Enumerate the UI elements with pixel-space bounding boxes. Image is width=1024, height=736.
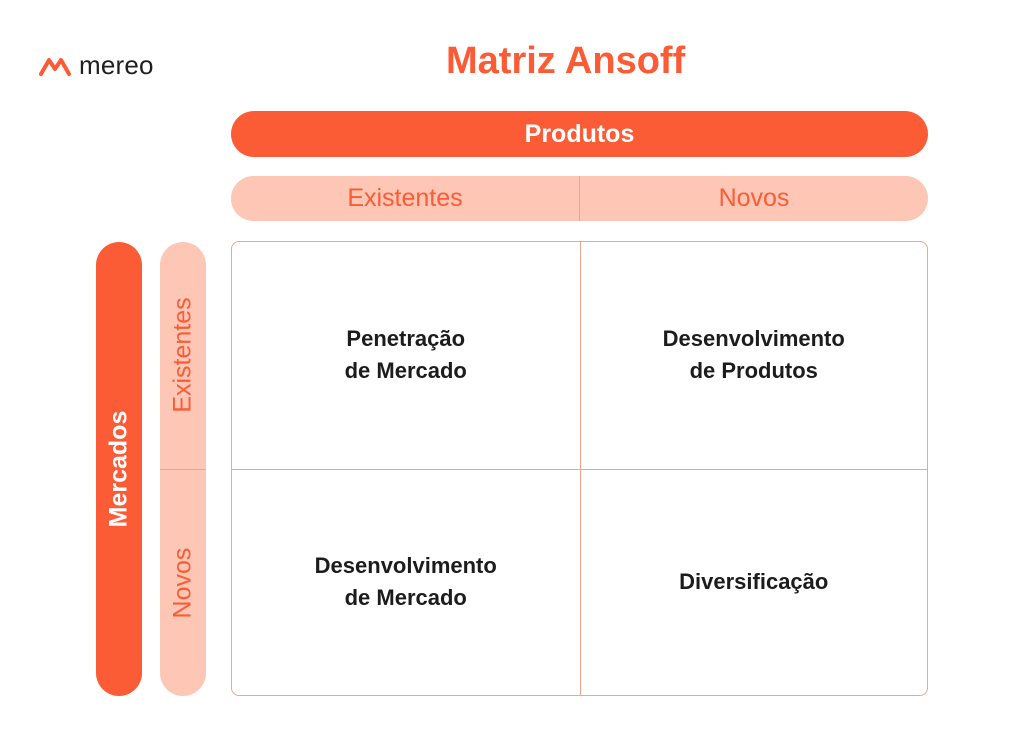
quadrant-product-development: Desenvolvimento de Produtos [579, 242, 928, 469]
brand-name: mereo [79, 50, 154, 80]
ansoff-matrix-grid: Penetração de Mercado Desenvolvimento de… [231, 241, 928, 696]
brand-logo: mereo [38, 50, 154, 81]
quadrant-diversification: Diversificação [579, 468, 927, 695]
quadrant-market-penetration: Penetração de Mercado [344, 326, 467, 384]
page-title-text: Matriz Ansoff [446, 40, 686, 82]
row-new-markets: Novos [160, 468, 206, 697]
markets-subheader: Existentes Novos [160, 242, 206, 696]
column-new-products: Novos [579, 176, 928, 221]
quadrant-market-development: Desenvolvimento de Mercado [232, 468, 580, 696]
mereo-logo-icon [39, 57, 71, 76]
row-existing-markets: Existentes [160, 242, 206, 469]
row-new-markets-label: Novos [168, 547, 197, 619]
row-existing-markets-label: Existentes [168, 297, 197, 413]
markets-header: Mercados [96, 242, 142, 696]
page-title: Matriz Ansoff [380, 40, 980, 83]
column-existing-products: Existentes [347, 184, 463, 212]
markets-header-label: Mercados [104, 410, 133, 528]
products-subheader: Existentes Novos [231, 176, 928, 221]
products-header: Produtos [231, 111, 928, 157]
